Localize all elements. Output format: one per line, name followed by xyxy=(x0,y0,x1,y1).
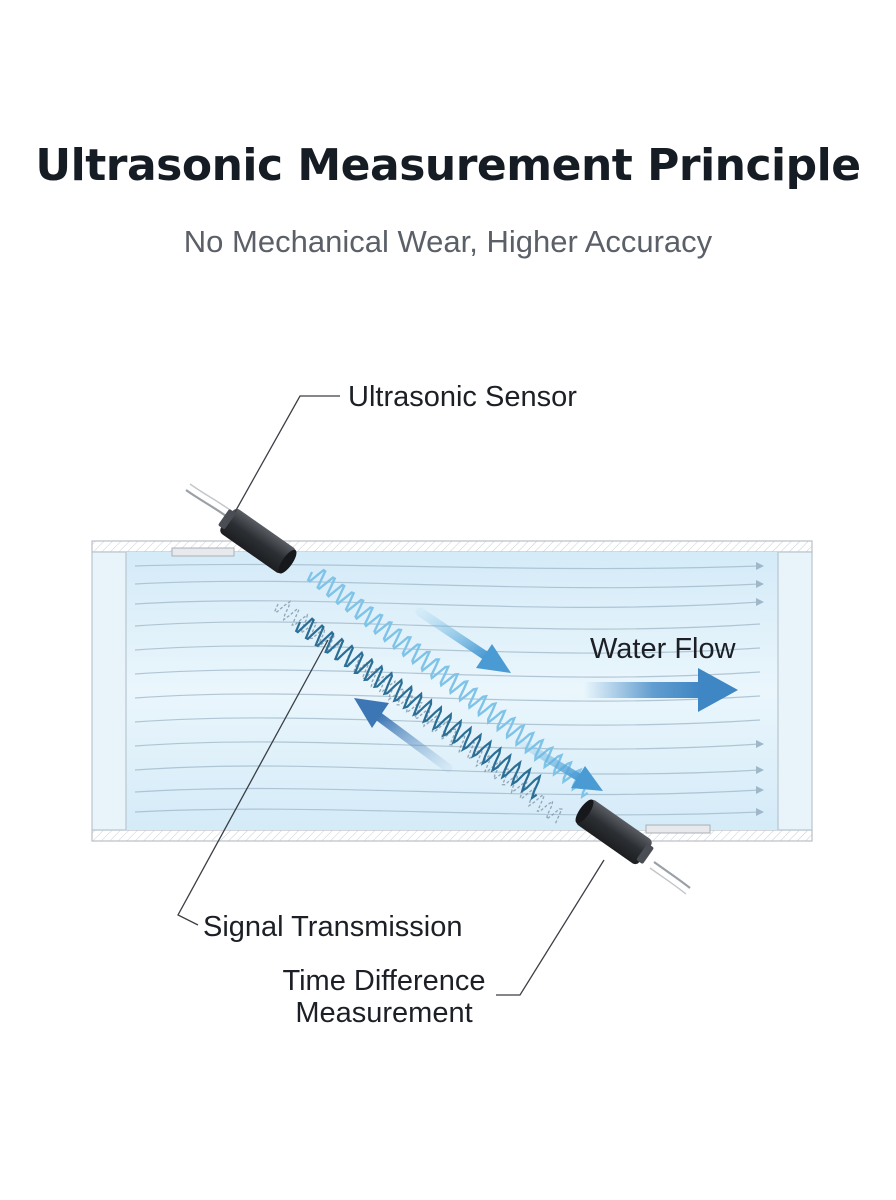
arrowhead xyxy=(756,580,764,588)
downstream-signal-arrowhead xyxy=(476,644,511,673)
upstream-signal-arrowhead xyxy=(354,698,389,728)
lower-downstream-arrowhead xyxy=(571,766,603,791)
streamline xyxy=(134,717,761,726)
streamline xyxy=(134,787,761,796)
top-sensor-cable xyxy=(189,483,231,511)
pipe-inlet-flange xyxy=(91,551,127,831)
water-flow-label: Water Flow xyxy=(590,633,737,665)
ultrasonic-sensor-label: Ultrasonic Sensor xyxy=(348,381,577,413)
bottom-sensor-cable xyxy=(653,861,691,889)
top-sensor-rear-cap xyxy=(218,509,236,529)
time-difference-label-line1: Time Difference xyxy=(282,965,485,997)
bottom-sensor-rear-cap xyxy=(636,844,654,864)
top-sensor-cable xyxy=(185,489,227,517)
flow-streamlines xyxy=(134,563,761,816)
water-flow-arrowhead xyxy=(698,668,738,712)
streamline xyxy=(134,645,761,654)
arrowhead xyxy=(756,562,764,570)
water-flow-arrow-shaft xyxy=(584,682,700,698)
bottom-ultrasonic-sensor xyxy=(575,799,691,895)
page-title: Ultrasonic Measurement Principle xyxy=(35,140,861,191)
streamline xyxy=(134,563,761,570)
signal-transmission-label: Signal Transmission xyxy=(203,911,463,943)
arrowhead xyxy=(756,808,764,816)
signal-leader-line xyxy=(177,639,329,926)
signal-direction-arrows xyxy=(354,607,738,791)
streamline xyxy=(134,669,761,678)
arrowhead xyxy=(756,598,764,606)
top-sensor-body xyxy=(220,508,296,574)
upstream-wave xyxy=(294,617,542,801)
page-subtitle: No Mechanical Wear, Higher Accuracy xyxy=(183,224,713,259)
bottom-sensor-body xyxy=(576,799,652,865)
streamline xyxy=(134,741,761,750)
bottom-sensor-mount xyxy=(645,824,711,834)
leader-lines xyxy=(177,395,605,996)
upstream-signal-arrow xyxy=(373,711,453,773)
top-sensor-face xyxy=(278,549,297,574)
lower-downstream-arrow xyxy=(516,738,584,782)
top-ultrasonic-sensor xyxy=(185,483,297,574)
streamline xyxy=(134,600,761,608)
pipe-outlet-flange xyxy=(777,551,813,831)
sensor-leader-line xyxy=(234,395,340,513)
streamline xyxy=(134,765,761,775)
downstream-signal-arrow xyxy=(415,607,491,661)
time-difference-label-line2: Measurement xyxy=(295,997,472,1029)
faint-echo-wave xyxy=(273,600,563,825)
bottom-sensor-cable xyxy=(649,867,687,895)
bottom-sensor-face xyxy=(575,799,594,824)
streamline xyxy=(134,808,761,816)
time-difference-leader-line xyxy=(496,859,605,996)
top-sensor-mount xyxy=(171,547,235,557)
streamline xyxy=(134,693,761,702)
arrowhead xyxy=(756,786,764,794)
arrowhead xyxy=(756,766,764,774)
streamline xyxy=(134,621,761,630)
streamline-arrowheads xyxy=(756,562,764,816)
streamline xyxy=(134,580,761,589)
arrowhead xyxy=(756,740,764,748)
